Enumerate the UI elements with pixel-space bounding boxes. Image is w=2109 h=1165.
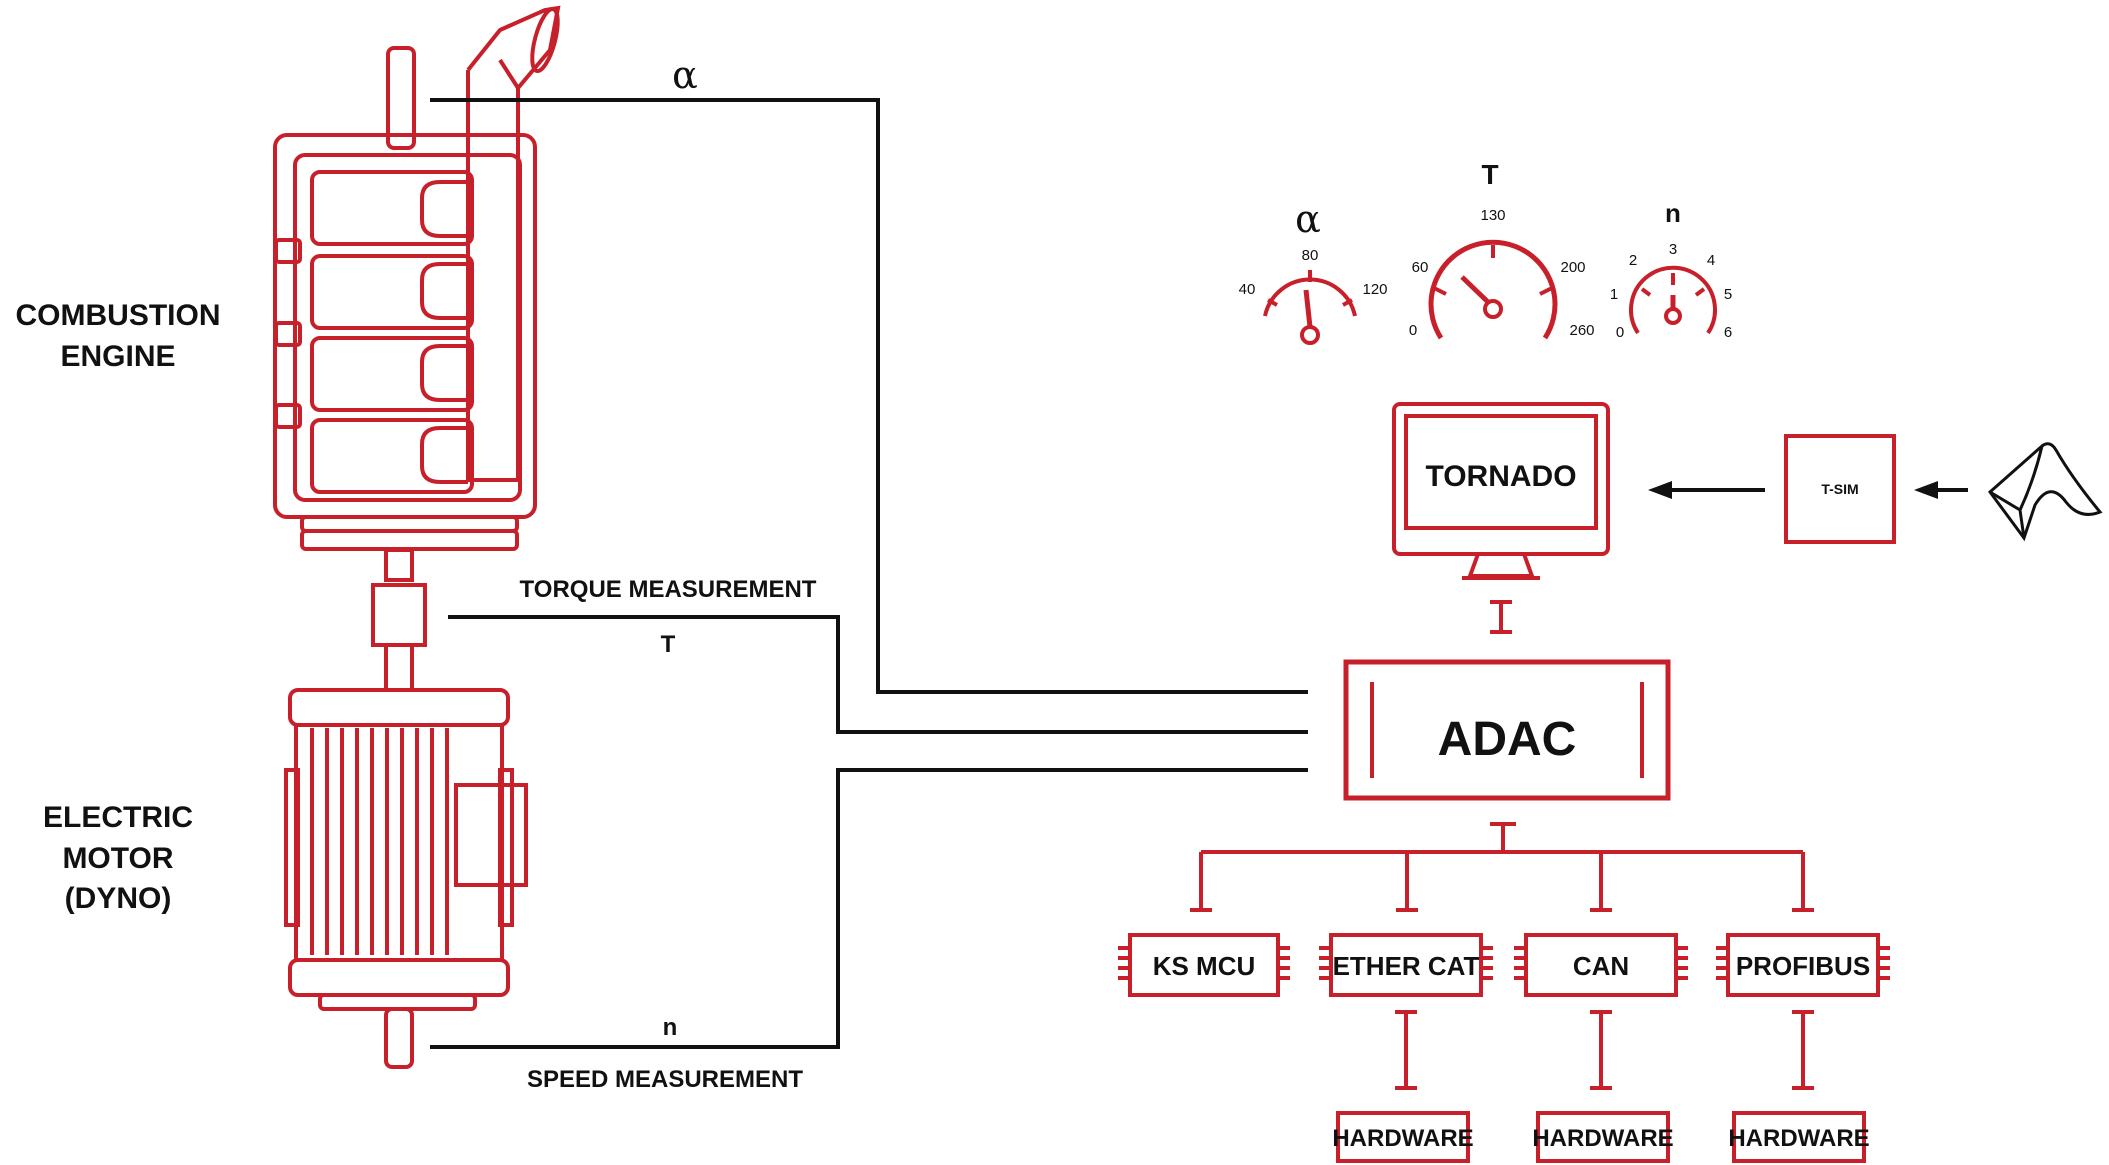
tsim-label: T-SIM	[1821, 481, 1858, 497]
interface-ks-mcu[interactable]: KS MCU	[1118, 933, 1290, 997]
interface-label: PROFIBUS	[1736, 951, 1870, 981]
speed-tick-1: 1	[1610, 286, 1618, 303]
alpha-tick-120: 120	[1362, 281, 1387, 298]
motor-label-line2: MOTOR	[62, 842, 173, 875]
hardware-box-profibus[interactable]: HARDWARE	[1728, 1111, 1870, 1163]
torque-measurement-label: TORQUE MEASUREMENT	[520, 576, 817, 603]
motor-label-line3: (DYNO)	[65, 882, 172, 915]
torque-gauge-symbol: T	[1481, 159, 1498, 190]
interface-profibus[interactable]: PROFIBUS	[1716, 933, 1890, 997]
torque-tick-0: 0	[1409, 322, 1417, 339]
tornado-adac-link	[1490, 600, 1512, 634]
speed-tick-4: 4	[1707, 252, 1715, 269]
tornado-label: TORNADO	[1425, 460, 1576, 493]
speed-signal-line	[430, 768, 1308, 1049]
interface-label: ETHER CAT	[1333, 951, 1480, 981]
alpha-gauge: α 40 80 120	[1239, 197, 1388, 345]
engine-label-line1: COMBUSTION	[16, 299, 221, 332]
electric-motor-icon	[284, 688, 528, 1069]
arrow-head-icon	[1914, 481, 1938, 499]
speed-tick-3: 3	[1669, 241, 1677, 258]
torque-tick-130: 130	[1480, 207, 1505, 224]
speed-tick-5: 5	[1724, 286, 1732, 303]
torque-gauge: T 0 60 130 200 260	[1409, 159, 1595, 340]
adac-label: ADAC	[1438, 713, 1577, 766]
speed-tick-2: 2	[1629, 252, 1637, 269]
hardware-label: HARDWARE	[1728, 1125, 1869, 1152]
speed-signal-symbol: n	[663, 1014, 678, 1041]
interface-label: KS MCU	[1153, 951, 1256, 981]
interface-label: CAN	[1573, 951, 1629, 981]
combustion-engine-icon	[273, 5, 561, 692]
matlab-logo-icon	[1987, 442, 2103, 542]
speed-gauge-symbol: n	[1665, 198, 1681, 228]
speed-gauge: n 0 1 2 3 4 5 6	[1610, 198, 1732, 341]
speed-tick-6: 6	[1724, 324, 1732, 341]
torque-signal-symbol: T	[661, 631, 676, 658]
tornado-monitor[interactable]: TORNADO	[1392, 402, 1610, 580]
interface-ether-cat[interactable]: ETHER CAT	[1319, 933, 1493, 997]
torque-tick-260: 260	[1569, 322, 1594, 339]
hardware-link	[1792, 1010, 1814, 1090]
alpha-signal-line	[430, 98, 1308, 694]
hardware-label: HARDWARE	[1332, 1125, 1473, 1152]
torque-tick-60: 60	[1412, 259, 1429, 276]
speed-tick-0: 0	[1616, 324, 1624, 341]
alpha-tick-40: 40	[1239, 281, 1256, 298]
hardware-link	[1395, 1010, 1417, 1090]
hardware-box-can[interactable]: HARDWARE	[1532, 1111, 1674, 1163]
alpha-gauge-symbol: α	[1295, 197, 1321, 241]
alpha-tick-80: 80	[1302, 247, 1319, 264]
adac-bus-tree	[1190, 822, 1814, 912]
speed-measurement-label: SPEED MEASUREMENT	[527, 1066, 803, 1093]
alpha-signal-symbol: α	[672, 53, 698, 97]
hardware-box-ether-cat[interactable]: HARDWARE	[1332, 1111, 1474, 1163]
engine-label-line2: ENGINE	[60, 340, 175, 373]
interface-can[interactable]: CAN	[1514, 933, 1688, 997]
torque-signal-line	[448, 615, 1308, 734]
hardware-link	[1590, 1010, 1612, 1090]
torque-tick-200: 200	[1560, 259, 1585, 276]
motor-label-line1: ELECTRIC	[43, 801, 193, 834]
arrow-head-icon	[1648, 481, 1672, 499]
tsim-box[interactable]: T-SIM	[1784, 434, 1896, 544]
adac-box[interactable]: ADAC	[1343, 659, 1671, 801]
hardware-label: HARDWARE	[1532, 1125, 1673, 1152]
